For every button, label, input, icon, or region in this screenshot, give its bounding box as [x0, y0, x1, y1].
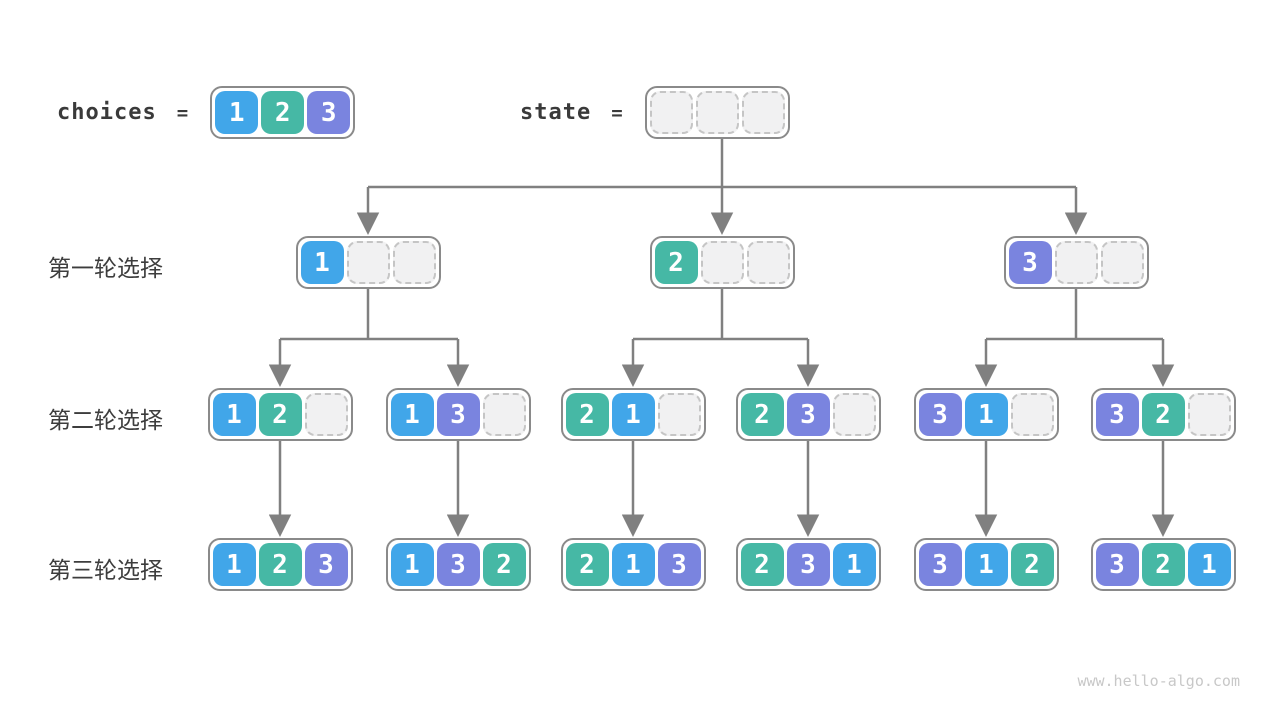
cell-value-3: 3: [436, 543, 480, 586]
level1-box-1: 2: [649, 236, 795, 289]
cell-value-2: 2: [1141, 543, 1185, 586]
row-label-round-3: 第三轮选择: [48, 557, 163, 583]
cell-value-1: 1: [1187, 543, 1231, 586]
cell-value-1: 1: [212, 393, 256, 436]
cell-value-1: 1: [300, 241, 344, 284]
empty-cell: [1054, 241, 1098, 284]
cell-value-1: 1: [964, 393, 1008, 436]
cell-value-2: 2: [1141, 393, 1185, 436]
cell-value-2: 2: [565, 393, 609, 436]
cell-value-1: 1: [611, 543, 655, 586]
state-equals-sign: =: [611, 101, 623, 124]
empty-cell: [1187, 393, 1231, 436]
cell-value-1: 1: [390, 393, 434, 436]
cell-value-1: 1: [611, 393, 655, 436]
level1-array-1: 1: [295, 236, 441, 289]
cell-value-1: 1: [832, 543, 876, 586]
empty-cell: [346, 241, 390, 284]
empty-cell: [1010, 393, 1054, 436]
cell-value-2: 2: [258, 393, 302, 436]
cell-value-1: 1: [212, 543, 256, 586]
cell-value-3: 3: [436, 393, 480, 436]
level1-array-3: 3: [1003, 236, 1149, 289]
watermark-text: www.hello-algo.com: [1077, 672, 1240, 690]
cell-value-3: 3: [918, 543, 962, 586]
cell-value-2: 2: [482, 543, 526, 586]
cell-value-2: 2: [1010, 543, 1054, 586]
cell-value-3: 3: [918, 393, 962, 436]
empty-cell: [746, 241, 790, 284]
cell-value-3: 3: [307, 91, 351, 134]
state-label: state: [520, 100, 592, 125]
cell-value-2: 2: [565, 543, 609, 586]
cell-value-2: 2: [740, 543, 784, 586]
cell-value-3: 3: [1008, 241, 1052, 284]
cell-value-3: 3: [304, 543, 348, 586]
empty-cell: [695, 91, 739, 134]
state-array-box: [644, 86, 790, 139]
level1-box-2: 3: [1003, 236, 1149, 289]
cell-value-2: 2: [258, 543, 302, 586]
state-array-slot: [644, 86, 790, 139]
cell-value-3: 3: [786, 543, 830, 586]
empty-cell: [482, 393, 526, 436]
empty-cell: [832, 393, 876, 436]
empty-cell: [304, 393, 348, 436]
state-group: state =: [520, 86, 790, 139]
cell-value-1: 1: [390, 543, 434, 586]
cell-value-2: 2: [740, 393, 784, 436]
cell-value-3: 3: [786, 393, 830, 436]
cell-value-3: 3: [1095, 543, 1139, 586]
row-label-round-1: 第一轮选择: [48, 255, 163, 281]
choices-equals-sign: =: [176, 101, 189, 124]
empty-cell: [649, 91, 693, 134]
row-label-round-2: 第二轮选择: [48, 407, 163, 433]
empty-cell: [700, 241, 744, 284]
cell-value-2: 2: [261, 91, 305, 134]
cell-value-1: 1: [964, 543, 1008, 586]
choices-label: choices: [57, 100, 157, 125]
empty-cell: [392, 241, 436, 284]
cell-value-3: 3: [657, 543, 701, 586]
empty-cell: [657, 393, 701, 436]
cell-value-2: 2: [654, 241, 698, 284]
empty-cell: [1100, 241, 1144, 284]
empty-cell: [741, 91, 785, 134]
level1-array-2: 2: [649, 236, 795, 289]
level1-box-0: 1: [295, 236, 441, 289]
cell-value-1: 1: [215, 91, 259, 134]
cell-value-3: 3: [1095, 393, 1139, 436]
